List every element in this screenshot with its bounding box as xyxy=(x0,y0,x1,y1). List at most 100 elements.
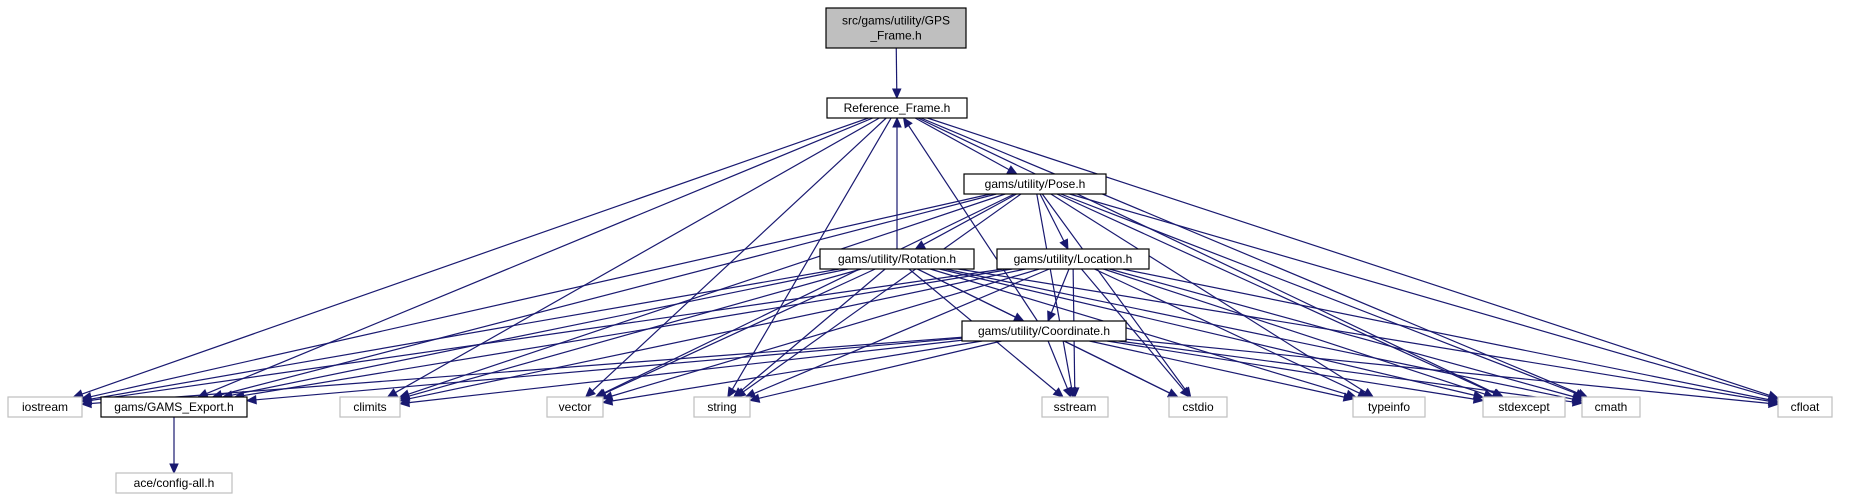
node-label: src/gams/utility/GPS xyxy=(842,14,950,28)
edge-line xyxy=(1089,340,1345,398)
node-vector[interactable]: vector xyxy=(546,396,604,418)
edge-pose-to-cmath xyxy=(1060,193,1587,399)
arrowhead-icon xyxy=(744,388,757,398)
edge-coordinate-to-typeinfo xyxy=(1089,340,1355,402)
edge-coordinate-to-string xyxy=(748,340,1002,403)
node-cfloat[interactable]: cfloat xyxy=(1777,396,1833,418)
edge-line xyxy=(395,117,880,394)
edge-location-to-stdexcept xyxy=(1103,268,1495,399)
arrowhead-icon xyxy=(197,388,209,398)
edge-gps_frame-to-reference_frame xyxy=(891,47,902,100)
edge-reference_frame-to-vector xyxy=(584,117,887,398)
arrowhead-icon xyxy=(914,240,927,250)
edge-line xyxy=(1056,193,1495,394)
edge-location-to-coordinate xyxy=(1047,268,1070,323)
edge-location-to-string xyxy=(744,268,1050,398)
edge-coordinate-to-cmath xyxy=(1118,340,1584,407)
arrowhead-icon xyxy=(1006,165,1018,175)
edge-line xyxy=(914,117,1010,171)
arrowhead-icon xyxy=(1342,392,1355,402)
edge-line xyxy=(917,117,1496,394)
arrowhead-icon xyxy=(1768,398,1780,409)
node-label: vector xyxy=(559,400,592,414)
edge-line xyxy=(1060,193,1577,395)
arrowhead-icon xyxy=(727,386,737,399)
edge-line xyxy=(740,268,886,392)
node-box xyxy=(1482,396,1566,418)
edge-rotation-to-vector xyxy=(595,268,876,398)
edge-coordinate-to-gams_export xyxy=(245,337,963,405)
edge-line xyxy=(958,268,1770,402)
node-sstream[interactable]: sstream xyxy=(1041,396,1109,418)
node-box xyxy=(819,248,975,270)
edge-line xyxy=(1039,193,1065,242)
node-label: gams/GAMS_Export.h xyxy=(114,400,233,414)
arrowhead-icon xyxy=(245,395,257,405)
edge-line xyxy=(90,336,963,405)
edge-line xyxy=(1063,340,1170,394)
edge-line xyxy=(604,268,876,394)
node-box xyxy=(1581,396,1641,418)
edges-layer xyxy=(72,47,1780,475)
node-box xyxy=(546,396,604,418)
node-label: ace/config-all.h xyxy=(134,476,215,490)
node-coordinate[interactable]: gams/utility/Coordinate.h xyxy=(961,320,1127,342)
node-box xyxy=(1352,396,1426,418)
node-label: sstream xyxy=(1054,400,1097,414)
node-pose[interactable]: gams/utility/Pose.h xyxy=(963,173,1107,195)
arrowhead-icon xyxy=(732,387,745,398)
node-ace-config[interactable]: ace/config-all.h xyxy=(115,472,233,494)
edge-line xyxy=(611,268,1040,397)
node-typeinfo[interactable]: typeinfo xyxy=(1352,396,1426,418)
edge-coordinate-to-reference_frame xyxy=(902,116,1038,322)
node-label: gams/utility/Pose.h xyxy=(985,177,1086,191)
node-reference-frame[interactable]: Reference_Frame.h xyxy=(826,97,968,119)
edge-line xyxy=(408,268,1026,400)
node-box xyxy=(1168,396,1228,418)
edge-line xyxy=(1050,193,1366,393)
edge-coordinate-to-sstream xyxy=(1047,340,1072,399)
arrowhead-icon xyxy=(1167,388,1179,398)
node-string[interactable]: string xyxy=(693,396,751,418)
edge-line xyxy=(611,340,983,402)
node-label: typeinfo xyxy=(1368,400,1410,414)
node-iostream[interactable]: iostream xyxy=(7,396,83,418)
node-cstdio[interactable]: cstdio xyxy=(1168,396,1228,418)
edge-location-to-cfloat xyxy=(1122,268,1780,405)
arrowhead-icon xyxy=(398,397,410,408)
edge-line xyxy=(895,47,898,90)
edge-location-to-iostream xyxy=(80,268,1004,406)
edge-line xyxy=(945,268,1574,400)
nodes-layer: src/gams/utility/GPS_Frame.hReference_Fr… xyxy=(7,7,1833,494)
edge-line xyxy=(1122,268,1770,401)
edge-line xyxy=(90,268,840,400)
edge-location-to-cstdio xyxy=(1080,268,1191,398)
arrowhead-icon xyxy=(891,88,902,100)
edge-location-to-cmath xyxy=(1109,268,1584,402)
node-label: gams/utility/Coordinate.h xyxy=(978,324,1110,338)
edge-coordinate-to-vector xyxy=(601,340,983,406)
node-location[interactable]: gams/utility/Location.h xyxy=(996,248,1150,270)
edge-line xyxy=(1109,268,1574,398)
edge-line xyxy=(743,193,1022,393)
arrowhead-icon xyxy=(584,387,596,398)
edge-line xyxy=(1050,268,1070,313)
node-box xyxy=(996,248,1150,270)
arrowhead-icon xyxy=(1047,310,1057,323)
node-gps-frame[interactable]: src/gams/utility/GPS_Frame.h xyxy=(825,7,967,49)
arrowhead-icon xyxy=(80,398,92,409)
node-label: gams/utility/Rotation.h xyxy=(838,252,956,266)
edge-line xyxy=(408,268,862,397)
edge-line xyxy=(1069,193,1770,398)
node-cmath[interactable]: cmath xyxy=(1581,396,1641,418)
node-gams-export[interactable]: gams/GAMS_Export.h xyxy=(100,396,248,418)
edge-line xyxy=(927,117,1770,396)
edge-reference_frame-to-string xyxy=(727,117,892,399)
node-climits[interactable]: climits xyxy=(339,396,401,418)
node-rotation[interactable]: gams/utility/Rotation.h xyxy=(819,248,975,270)
node-label: cfloat xyxy=(1791,400,1820,414)
node-label: _Frame.h xyxy=(869,29,921,43)
node-stdexcept[interactable]: stdexcept xyxy=(1482,396,1566,418)
edge-line xyxy=(408,193,1006,395)
